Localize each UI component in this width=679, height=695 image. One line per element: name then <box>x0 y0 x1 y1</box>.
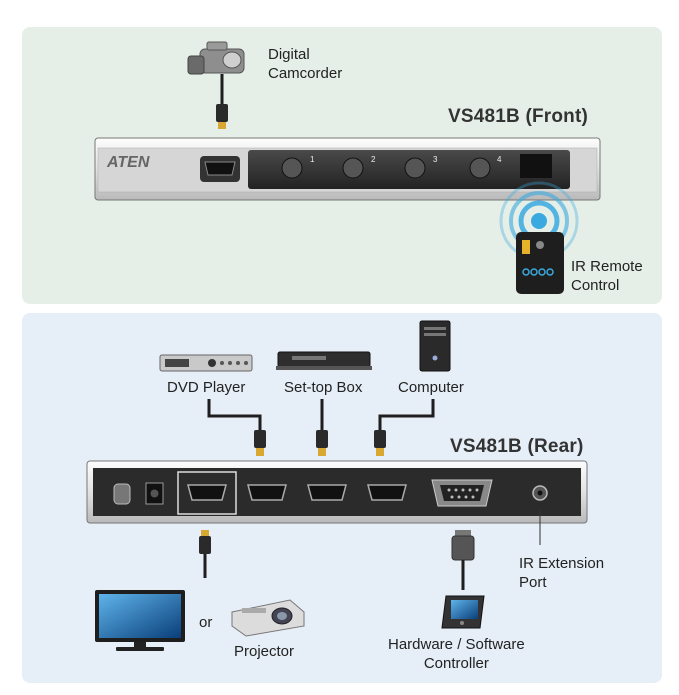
rs232-plug-icon <box>451 530 475 561</box>
hdmi-plug-icon <box>216 104 228 129</box>
port-4-button <box>469 157 491 179</box>
button-label-1: 1 <box>310 155 315 164</box>
hdmi-plug-icon <box>254 430 386 456</box>
set-top-box-icon <box>276 351 372 370</box>
input-cables <box>207 399 435 430</box>
button-label-4: 4 <box>497 155 502 164</box>
camcorder-label: Digital Camcorder <box>268 46 343 82</box>
aten-logo: ATEN <box>106 154 150 171</box>
controller-label: Hardware / Software Controller <box>388 636 525 672</box>
rear-title: VS481B (Rear) <box>450 436 584 457</box>
port-3-button <box>404 157 426 179</box>
button-label-2: 2 <box>371 155 376 164</box>
hdmi-output-highlight <box>177 471 237 515</box>
computer-icon <box>419 320 451 372</box>
set-top-box-label: Set-top Box <box>284 379 363 396</box>
hdmi-input-port-2 <box>307 484 347 501</box>
port-1-button <box>281 157 303 179</box>
or-label: or <box>199 614 213 631</box>
projector-icon <box>231 599 305 637</box>
dvd-player-label: DVD Player <box>167 379 246 396</box>
rs232-port <box>431 479 493 507</box>
ir-jack-hole <box>537 490 543 496</box>
hdmi-plug-icon <box>199 530 211 554</box>
tv-icon <box>95 590 185 651</box>
power-switch <box>113 483 131 505</box>
port-2-button <box>342 157 364 179</box>
projector-label: Projector <box>234 643 295 660</box>
dc-jack-pin <box>150 489 159 498</box>
controller-icon <box>441 595 485 629</box>
computer-label: Computer <box>398 379 464 396</box>
ir-remote-icon <box>516 232 564 294</box>
hdmi-input-port-1 <box>247 484 287 501</box>
ir-remote-label: IR Remote Control <box>571 258 643 294</box>
hdmi-output-port <box>187 484 227 501</box>
ir-receiver-window <box>520 154 552 178</box>
ir-extension-label: IR Extension Port <box>519 555 605 591</box>
front-hdmi-port <box>200 156 240 182</box>
button-label-3: 3 <box>433 155 438 164</box>
camcorder-icon <box>187 41 245 75</box>
dvd-player-icon <box>159 354 253 372</box>
hdmi-input-port-3 <box>367 484 407 501</box>
front-title: VS481B (Front) <box>448 106 589 127</box>
